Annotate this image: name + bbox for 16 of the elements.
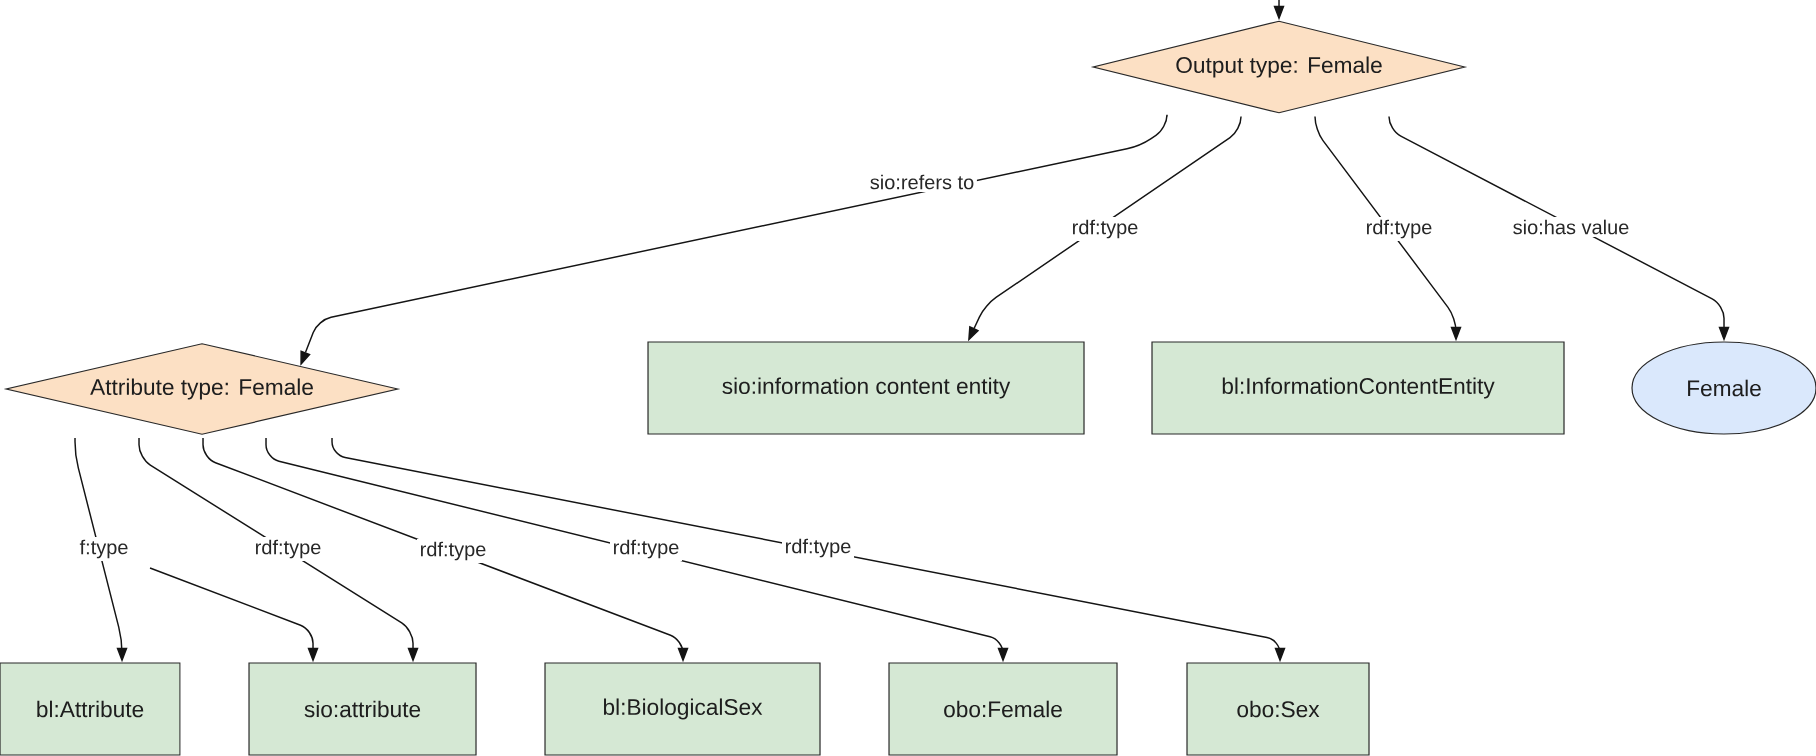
edge-label: rdf:type: [417, 539, 490, 563]
edge-label: rdf:type: [610, 537, 683, 561]
edge-label: sio:has value: [1510, 217, 1633, 237]
class-box: obo:Female: [888, 662, 1118, 756]
edge-label: rdf:type: [252, 537, 325, 561]
class-box: bl:InformationContentEntity: [1151, 341, 1565, 435]
class-box: bl:Attribute: [0, 662, 181, 756]
edge-label: rdf:type: [1069, 217, 1142, 241]
edge-label: sio:refers to: [867, 172, 977, 192]
edge-label: f:type: [76, 537, 132, 561]
class-box: bl:BiologicalSex: [544, 662, 821, 756]
class-box: obo:Sex: [1186, 662, 1370, 756]
class-box: sio:attribute: [248, 662, 477, 756]
edge-label: rdf:type: [1363, 217, 1435, 241]
class-box: sio:information content entity: [647, 341, 1085, 435]
edge-label: rdf:type: [782, 536, 855, 560]
